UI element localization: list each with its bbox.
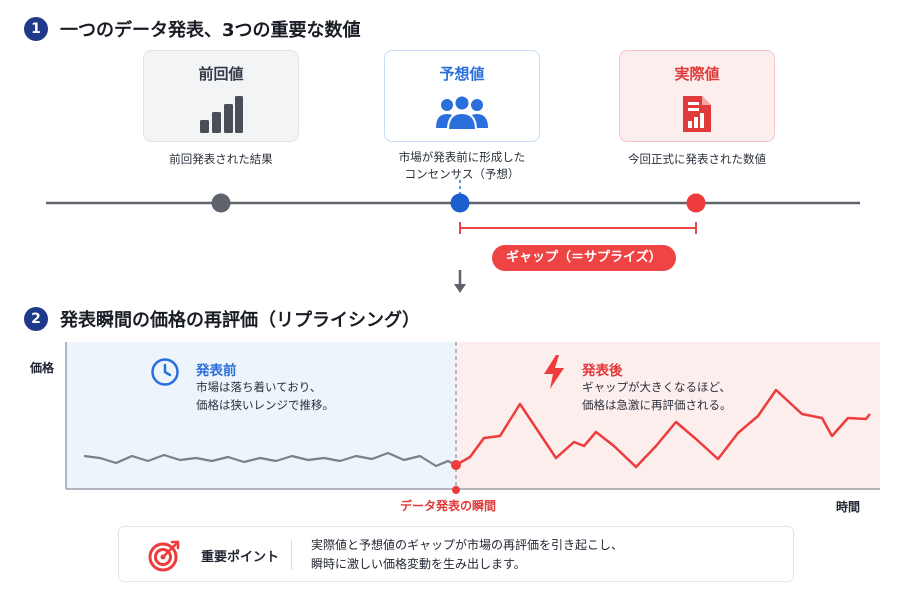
y-axis-label: 価格 (30, 361, 55, 375)
before-announcement-description: 市場は落ち着いており、 価格は狭いレンジで推移。 (196, 378, 334, 414)
key-point-label: 重要ポイント (201, 550, 280, 565)
forecast-value-marker (450, 193, 470, 213)
pre-announcement-area (66, 342, 456, 489)
target-icon (147, 539, 181, 577)
previous-value-marker (211, 193, 231, 213)
actual-value-title: 実際値 (674, 65, 720, 83)
bar-chart-icon (198, 94, 244, 138)
announcement-price-point (451, 460, 461, 470)
post-announcement-area (456, 342, 880, 489)
down-arrow-icon (454, 270, 466, 293)
section-2-title: 発表瞬間の価格の再評価（リプライシング） (60, 310, 420, 331)
announcement-moment-label: データ発表の瞬間 (400, 499, 497, 513)
before-description-line-1: 市場は落ち着いており、 (196, 380, 322, 394)
key-point-line-2: 瞬時に激しい価格変動を生み出します。 (311, 557, 526, 571)
after-announcement-title: 発表後 (582, 363, 623, 379)
section-1-number: 1 (24, 17, 48, 41)
forecast-value-card: 予想値 (384, 50, 540, 142)
post-announcement-price-line (455, 388, 871, 469)
gap-surprise-label: ギャップ（＝サプライズ） (492, 245, 676, 271)
clock-icon (150, 357, 180, 391)
forecast-caption-line-2: コンセンサス（予想） (404, 167, 520, 181)
key-point-text: 実際値と予想値のギャップが市場の再評価を引き起こし、 瞬時に激しい価格変動を生み… (311, 536, 623, 574)
previous-value-caption: 前回発表された結果 (169, 152, 273, 166)
people-icon (434, 94, 490, 136)
gap-bracket (459, 222, 697, 234)
report-document-icon (680, 94, 714, 138)
lightning-icon (541, 354, 567, 394)
forecast-value-title: 予想値 (439, 65, 485, 83)
announcement-time-marker (452, 486, 460, 494)
previous-value-title: 前回値 (198, 65, 244, 83)
price-chart (65, 342, 880, 494)
previous-value-card: 前回値 (143, 50, 299, 142)
actual-value-caption: 今回正式に発表された数値 (628, 152, 766, 166)
key-point-line-1: 実際値と予想値のギャップが市場の再評価を引き起こし、 (311, 538, 624, 552)
after-description-line-1: ギャップが大きくなるほど、 (582, 380, 731, 394)
section-1-title: 一つのデータ発表、3つの重要な数値 (60, 20, 361, 41)
actual-value-marker (686, 193, 706, 213)
timeline-graphic (46, 180, 860, 293)
x-axis-label: 時間 (836, 500, 861, 514)
after-announcement-description: ギャップが大きくなるほど、 価格は急激に再評価される。 (582, 378, 732, 414)
actual-value-card: 実際値 (619, 50, 775, 142)
section-2-number: 2 (24, 307, 48, 331)
before-description-line-2: 価格は狭いレンジで推移。 (196, 398, 334, 412)
forecast-caption-line-1: 市場が発表前に形成した (398, 150, 526, 164)
pre-announcement-price-line (83, 451, 457, 468)
key-point-divider (291, 540, 292, 570)
forecast-value-caption: 市場が発表前に形成した コンセンサス（予想） (362, 149, 562, 183)
before-announcement-title: 発表前 (196, 363, 237, 379)
key-point-box: 重要ポイント 実際値と予想値のギャップが市場の再評価を引き起こし、 瞬時に激しい… (118, 526, 794, 582)
after-description-line-2: 価格は急激に再評価される。 (582, 398, 732, 412)
